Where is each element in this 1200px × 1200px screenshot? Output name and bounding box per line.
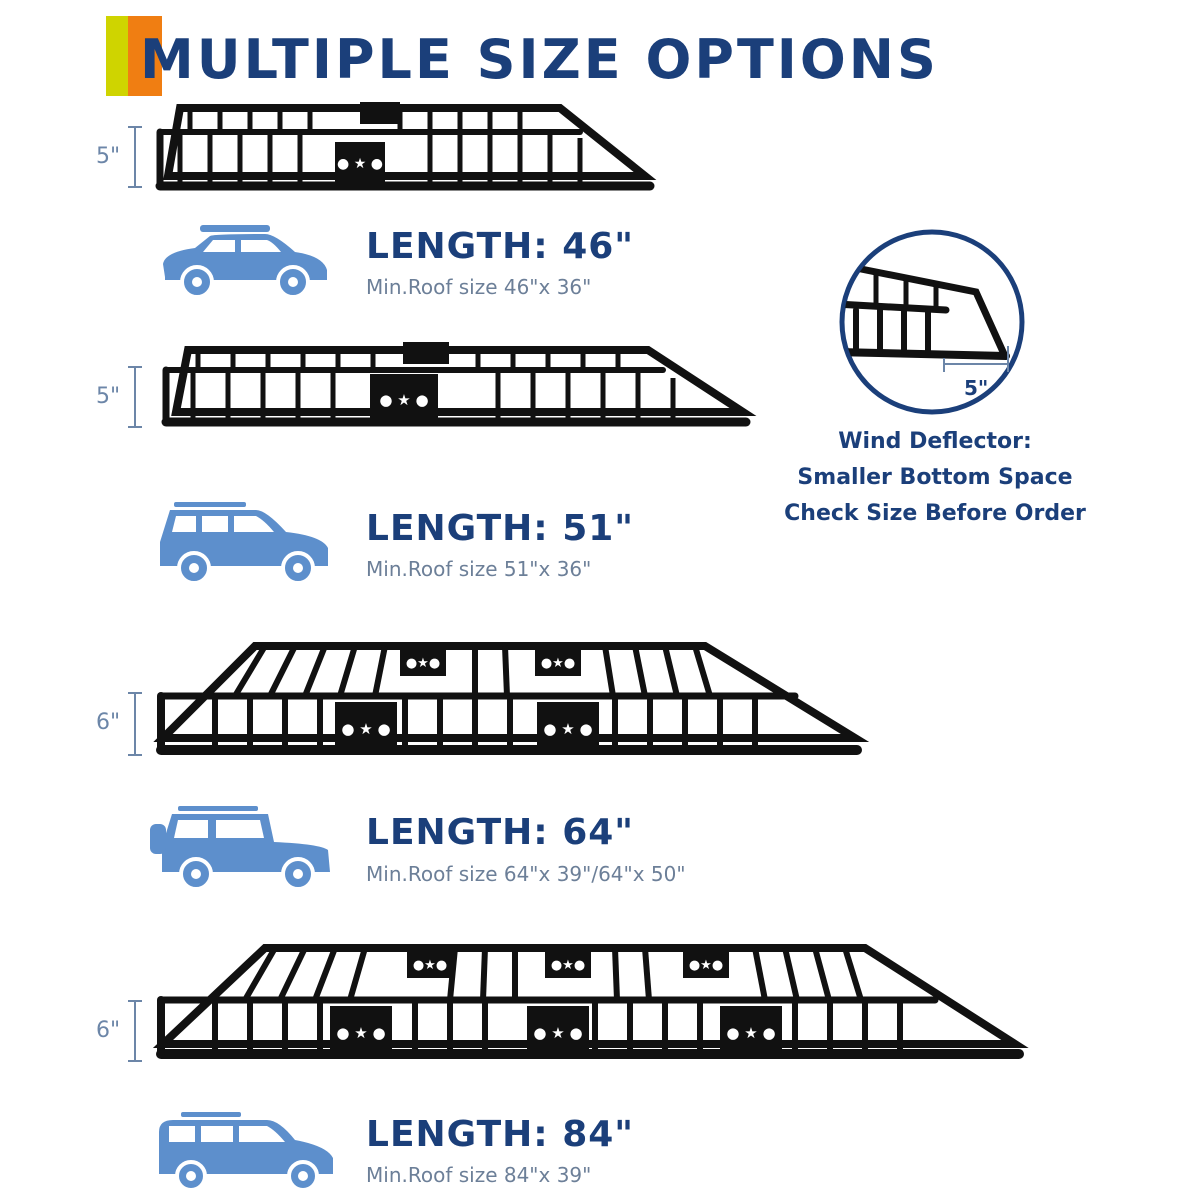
svg-text:● ★ ●: ● ★ ● xyxy=(337,156,383,172)
svg-text:●★●: ●★● xyxy=(541,656,575,671)
rack-46-length: LENGTH: 46" xyxy=(366,226,635,267)
rack-51-image: ● ★ ● xyxy=(161,342,757,427)
svg-text:●★●: ●★● xyxy=(413,958,447,973)
rack-64-image: ●★● ●★● ● ★ ● ● ★ ● xyxy=(153,642,870,755)
rack-84-height-label: 6" xyxy=(96,1018,121,1043)
hatchback-car-icon xyxy=(163,225,327,299)
rack-51-height-marker xyxy=(128,366,142,428)
rack-64-height-label: 6" xyxy=(96,710,121,735)
minivan-icon xyxy=(159,1112,333,1192)
note-line-2: Smaller Bottom Space xyxy=(797,465,1073,490)
rack-64-roof-size: Min.Roof size 64"x 39"/64"x 50" xyxy=(366,862,686,886)
title-accent-yellow xyxy=(106,16,130,96)
rack-84-image: ●★● ●★● ●★● ● ★ ● ● ★ ● ● ★ ● xyxy=(152,944,1029,1059)
rack-46-height-label: 5" xyxy=(96,144,121,169)
rack-51-length: LENGTH: 51" xyxy=(366,508,635,549)
svg-text:● ★ ●: ● ★ ● xyxy=(726,1024,775,1042)
wind-deflector-detail-image xyxy=(839,229,1025,415)
rack-46-image: ● ★ ● xyxy=(155,102,657,191)
rack-64-height-marker xyxy=(128,692,142,756)
deflector-note: Wind Deflector: Smaller Bottom Space Che… xyxy=(760,424,1110,532)
rack-51-height-label: 5" xyxy=(96,384,121,409)
svg-text:● ★ ●: ● ★ ● xyxy=(543,720,592,738)
title-accent-orange xyxy=(128,16,162,96)
rack-46-height-marker xyxy=(128,126,142,188)
rack-64-length: LENGTH: 64" xyxy=(366,812,635,853)
svg-text:● ★ ●: ● ★ ● xyxy=(336,1024,385,1042)
page-title: MULTIPLE SIZE OPTIONS xyxy=(140,28,939,91)
rack-46-roof-size: Min.Roof size 46"x 36" xyxy=(366,275,592,299)
note-line-3: Check Size Before Order xyxy=(784,501,1086,526)
rack-84-length: LENGTH: 84" xyxy=(366,1114,635,1155)
deflector-measure-label: 5" xyxy=(964,376,989,400)
offroad-jeep-icon xyxy=(150,806,330,891)
svg-text:●★●: ●★● xyxy=(551,958,585,973)
rack-84-height-marker xyxy=(128,1000,142,1062)
note-line-1: Wind Deflector: xyxy=(838,429,1032,454)
suv-car-icon xyxy=(160,502,328,585)
svg-text:● ★ ●: ● ★ ● xyxy=(379,391,428,409)
svg-text:● ★ ●: ● ★ ● xyxy=(341,720,390,738)
svg-text:●★●: ●★● xyxy=(406,656,440,671)
rack-84-roof-size: Min.Roof size 84"x 39" xyxy=(366,1163,592,1187)
rack-51-roof-size: Min.Roof size 51"x 36" xyxy=(366,557,592,581)
svg-text:●★●: ●★● xyxy=(689,958,723,973)
svg-text:● ★ ●: ● ★ ● xyxy=(533,1024,582,1042)
